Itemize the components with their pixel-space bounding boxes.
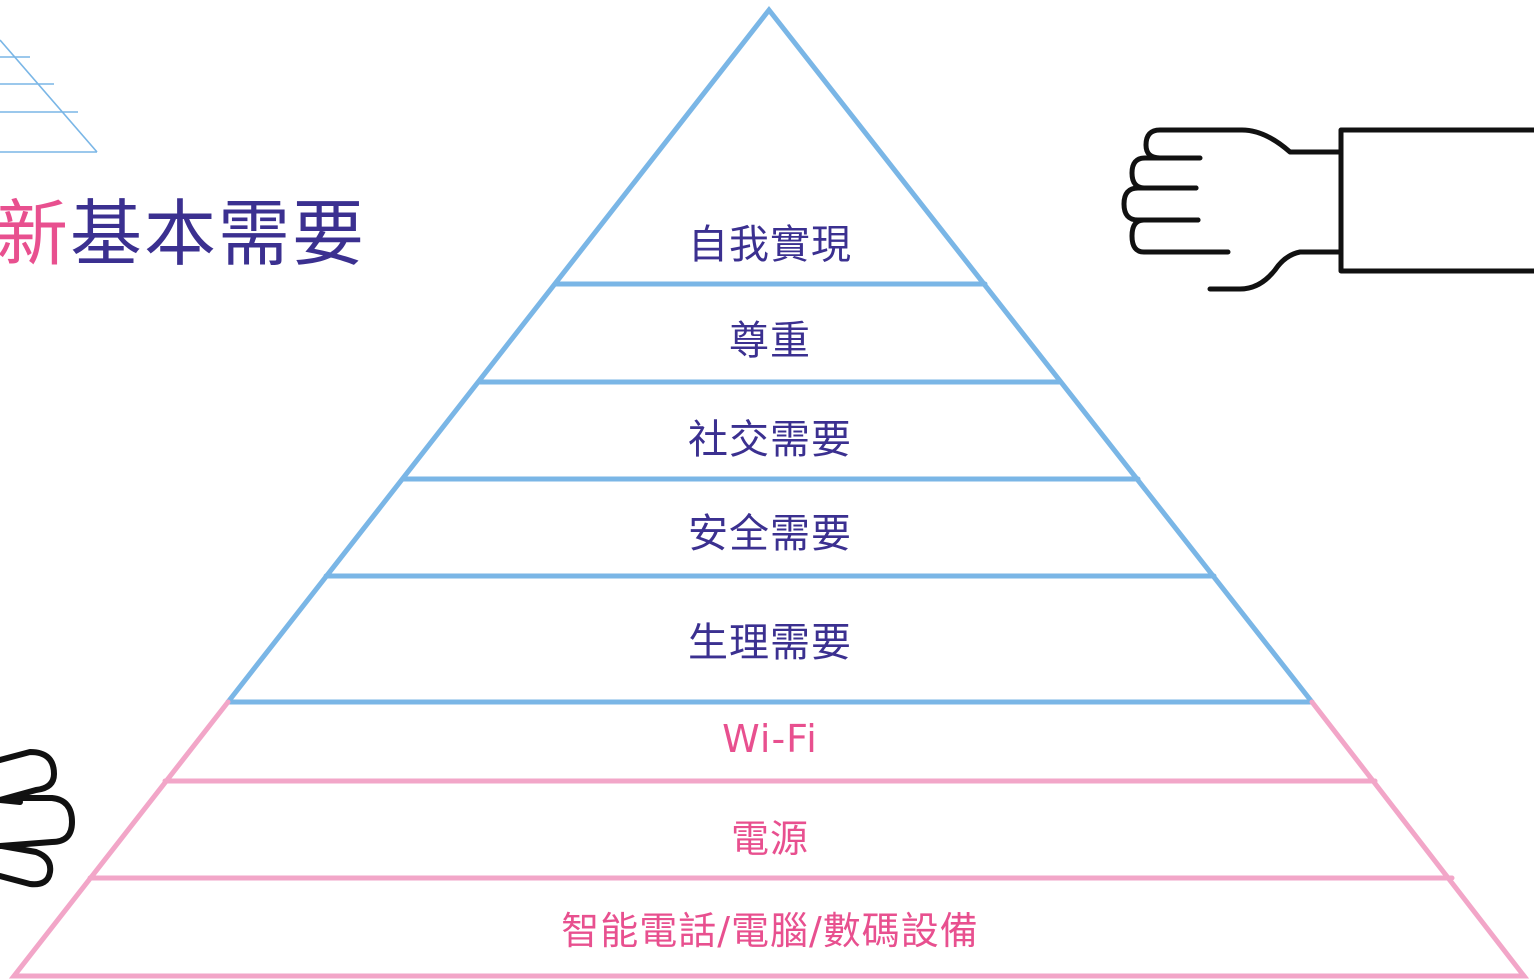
title-accent: 新: [0, 192, 71, 276]
level-label-esteem: 尊重: [729, 318, 811, 364]
level-label-wifi: Wi-Fi: [722, 717, 818, 761]
level-label-physiological: 生理需要: [688, 620, 852, 666]
level-label-social: 社交需要: [688, 417, 852, 463]
mini-pyramid-icon: [0, 39, 98, 153]
title-rest: 基本需要: [70, 192, 367, 276]
level-label-power: 電源: [730, 817, 809, 861]
fingers-icon: [0, 749, 75, 888]
level-label-devices: 智能電話/電腦/數碼設備: [561, 909, 979, 953]
needs-pyramid-blue: [225, 5, 1315, 705]
pointing-hand-icon: [1121, 127, 1534, 292]
needs-pyramid-pink: [8, 699, 1530, 979]
level-label-safety: 安全需要: [688, 511, 852, 557]
level-label-self-actualization: 自我實現: [688, 222, 852, 268]
page-title: 新基本需要: [0, 184, 366, 284]
